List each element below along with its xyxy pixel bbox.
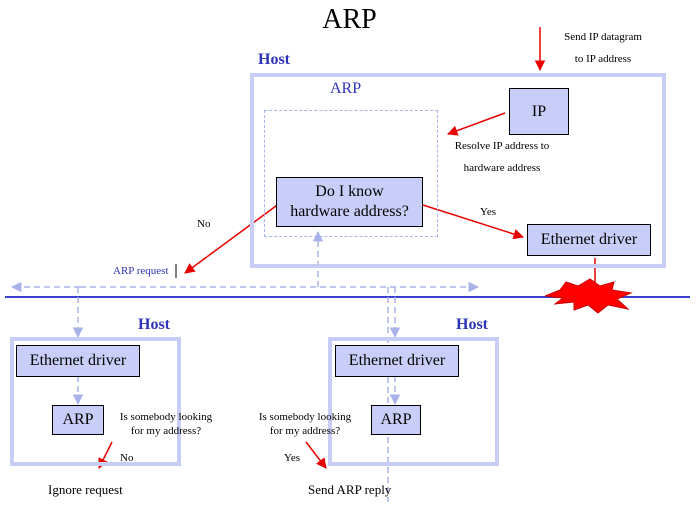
arp-module-boundary	[264, 110, 438, 237]
right-ethernet-driver: Ethernet driver	[335, 345, 459, 377]
send-datagram-note: Send IP datagram to IP address	[548, 26, 658, 70]
right-host-box	[328, 337, 499, 466]
arp-request-label: ARP request	[113, 265, 169, 277]
question-line1: Do I know	[315, 183, 384, 200]
left-host-label: Host	[138, 316, 170, 333]
left-answer: No	[120, 452, 134, 464]
left-question-line2: for my address?	[130, 425, 202, 437]
yes-label-top: Yes	[480, 206, 497, 218]
question-box: Do I know hardware address?	[276, 177, 423, 227]
top-ethernet-driver: Ethernet driver	[527, 224, 651, 256]
no-label-top: No	[197, 218, 211, 230]
resolve-note-line1: Resolve IP address to	[454, 140, 550, 152]
send-datagram-line2: to IP address	[574, 53, 632, 65]
resolve-note-line2: hardware address	[463, 162, 541, 174]
left-host-box	[10, 337, 181, 466]
left-question: Is somebody looking for my address?	[108, 410, 224, 438]
right-arp-box: ARP	[371, 405, 421, 435]
arrow-ip-to-question	[447, 112, 506, 136]
right-outcome: Send ARP reply	[308, 482, 392, 497]
right-question-line2: for my address?	[269, 425, 341, 437]
left-ethernet-driver: Ethernet driver	[16, 345, 140, 377]
right-question: Is somebody looking for my address?	[247, 410, 363, 438]
top-host-label: Host	[258, 51, 290, 68]
top-arp-label: ARP	[330, 80, 362, 97]
left-question-line1: Is somebody looking	[119, 411, 213, 423]
ip-box: IP	[509, 88, 569, 135]
arrow-right-yes	[305, 441, 327, 469]
arrow-question-to-ethernet	[422, 204, 525, 240]
right-host-label: Host	[456, 316, 488, 333]
left-arp-box: ARP	[52, 405, 104, 435]
signal-burst-icon	[544, 278, 633, 314]
right-question-line1: Is somebody looking	[258, 411, 352, 423]
question-line2: hardware address?	[290, 203, 409, 220]
send-datagram-line1: Send IP datagram	[564, 31, 642, 43]
page-title: ARP	[322, 4, 377, 35]
arp-broadcast-line	[10, 230, 480, 502]
resolve-note: Resolve IP address to hardware address	[444, 135, 560, 179]
left-outcome: Ignore request	[48, 482, 123, 497]
red-arrows	[98, 27, 596, 469]
right-answer: Yes	[284, 452, 301, 464]
top-host-box	[250, 73, 666, 268]
